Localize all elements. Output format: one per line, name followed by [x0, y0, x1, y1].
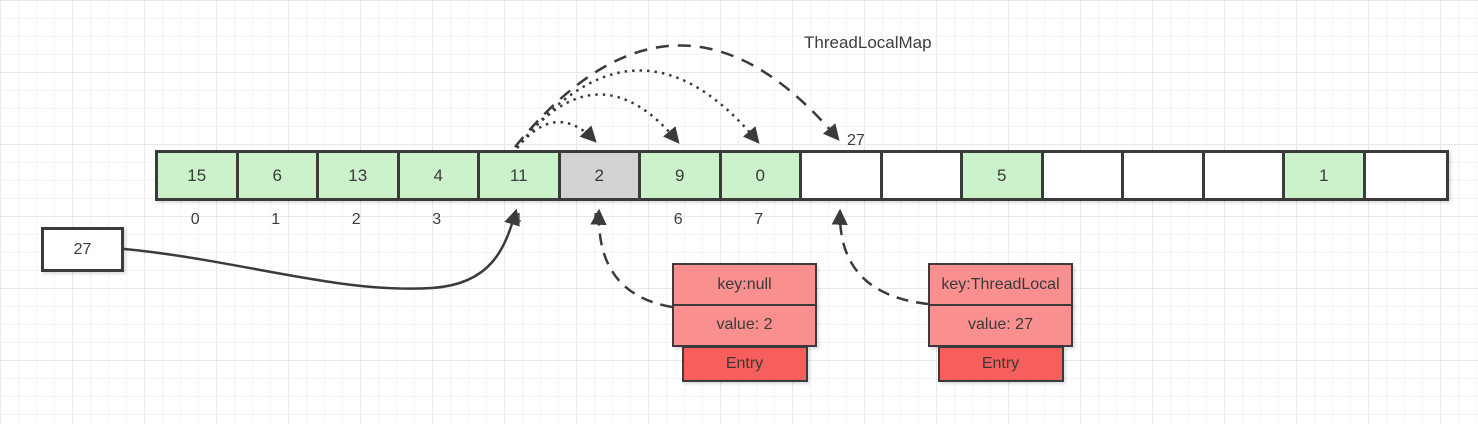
probe-arc-to-index5: [516, 120, 597, 149]
entry-threadlocal-pointer-to-index8: [831, 208, 929, 306]
array-cell-6: 9: [641, 153, 722, 198]
array-cell-13: [1204, 153, 1285, 198]
array-cell-4: 11: [480, 153, 561, 198]
entry-tag-stale: Entry: [681, 345, 808, 382]
probe-arc-to-index8: [514, 44, 840, 148]
entry-value-2: value: 2: [672, 303, 817, 347]
probe-arc-to-index7: [516, 69, 760, 149]
index-label-0: 0: [190, 211, 200, 228]
array-cell-7: 0: [721, 153, 802, 198]
entry-value-27: value: 27: [928, 303, 1073, 347]
array-cell-14: 1: [1285, 153, 1366, 198]
index-label-5: 5: [593, 211, 603, 228]
inserted-value-label: 27: [847, 132, 865, 149]
array-cell-11: [1043, 153, 1124, 198]
index-label-4: 4: [512, 211, 522, 228]
array-cell-8: [802, 153, 883, 198]
array-cell-1: 6: [238, 153, 319, 198]
index-label-3: 3: [432, 211, 442, 228]
index-label-2: 2: [351, 211, 361, 228]
array-cell-0: 15: [158, 153, 239, 198]
entry-tag-threadlocal: Entry: [937, 345, 1064, 382]
array-cell-15: [1365, 153, 1446, 198]
index-label-6: 6: [673, 211, 683, 228]
index-label-1: 1: [271, 211, 281, 228]
array-cell-9: [882, 153, 963, 198]
value-27-text: 27: [73, 240, 92, 258]
entry-group-threadlocal: key:ThreadLocal value: 27 Entry: [928, 263, 1073, 382]
array-cell-5: 2: [560, 153, 641, 198]
entry-key-threadlocal: key:ThreadLocal: [928, 263, 1073, 306]
array-cell-3: 4: [399, 153, 480, 198]
array-cell-2: 13: [319, 153, 400, 198]
probe-arc-to-index6: [516, 93, 680, 149]
value-27-box: 27: [41, 227, 124, 272]
array-cell-12: [1124, 153, 1205, 198]
entry-key-null: key:null: [672, 263, 817, 306]
entry-group-stale: key:null value: 2 Entry: [672, 263, 817, 382]
page-title: ThreadLocalMap: [804, 33, 932, 52]
array-cell-10: 5: [963, 153, 1044, 198]
index-label-7: 7: [754, 211, 764, 228]
